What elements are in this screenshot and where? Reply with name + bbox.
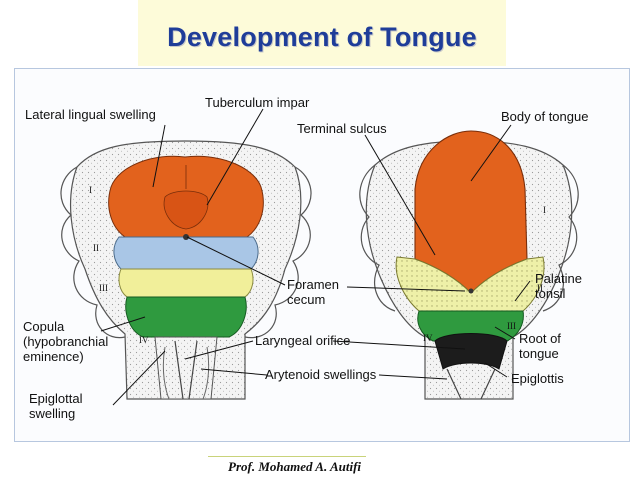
epiglottis-shape (434, 333, 508, 370)
author-credit: Prof. Mohamed A. Autifi (228, 459, 362, 474)
third-arch-band (118, 268, 254, 298)
left-arch-numeral-3: III (99, 283, 108, 293)
right-arch-numeral-2: II (537, 283, 543, 293)
label-copula: Copula (hypobranchial eminence) (23, 319, 109, 364)
right-arch-numeral-1: I (543, 205, 546, 215)
label-foramen-cecum: Foramen cecum (287, 277, 340, 307)
copula-band (125, 296, 247, 338)
tongue-diagram: I II III IV I II III IV Lateral lingual … (14, 68, 630, 442)
second-arch-band (113, 236, 259, 270)
left-arch-numeral-1: I (89, 185, 92, 195)
diagram-drawing (60, 108, 579, 406)
label-terminal-sulcus: Terminal sulcus (297, 121, 387, 136)
right-embryo (359, 130, 579, 400)
right-arch-bulges (244, 166, 312, 339)
foramen-cecum-left (183, 234, 189, 240)
label-root-of-tongue: Root of tongue (519, 331, 561, 361)
label-body-of-tongue: Body of tongue (501, 109, 589, 124)
label-palatine-tonsil: Palatine tonsil (535, 271, 582, 301)
left-arch-numeral-2: II (93, 243, 99, 253)
left-embryo (60, 140, 312, 400)
left-arch-bulges (60, 166, 126, 339)
foramen-cecum-right (468, 288, 474, 294)
title-band (138, 0, 506, 66)
label-laryngeal-orifice: Laryngeal orifice (255, 333, 351, 348)
left-laryngeal-area (154, 336, 218, 400)
label-epiglottis: Epiglottis (511, 371, 564, 386)
leader-lines (100, 108, 531, 406)
label-lateral-lingual-swelling: Lateral lingual swelling (25, 107, 156, 122)
left-arch-numeral-4: IV (139, 335, 149, 345)
label-epiglottal-swelling: Epiglottal swelling (29, 391, 83, 421)
right-arch-numeral-3: III (507, 321, 516, 331)
terminal-sulcus-region (395, 256, 545, 312)
credit-underline (208, 456, 366, 457)
label-tuberculum-impar: Tuberculum impar (205, 95, 310, 110)
slide-title: Development of Tongue (167, 22, 477, 52)
tuberculum-impar-shape (163, 190, 209, 230)
right-arch-numeral-4: IV (423, 333, 433, 343)
label-arytenoid-swellings: Arytenoid swellings (265, 367, 377, 382)
